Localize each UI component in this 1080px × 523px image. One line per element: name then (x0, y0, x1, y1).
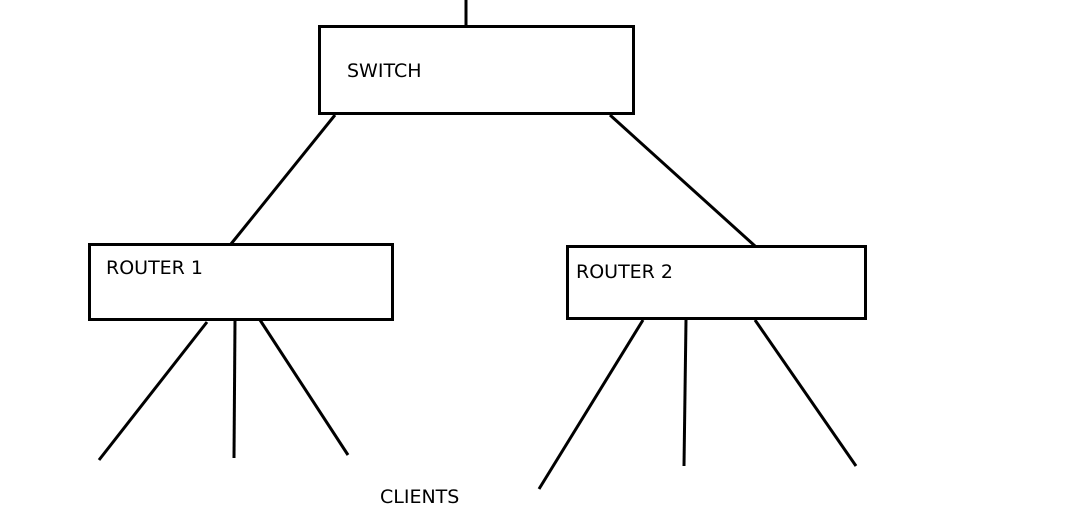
router1-client-line (97, 321, 209, 461)
switch-label: SWITCH (347, 60, 422, 82)
router-2-node: ROUTER 2 (566, 245, 867, 320)
router1-client-line (232, 319, 237, 459)
router-1-label: ROUTER 1 (106, 257, 204, 279)
router2-client-line (753, 319, 858, 467)
clients-label: CLIENTS (380, 486, 460, 508)
router2-client-line (682, 319, 688, 467)
link-switch-router2 (608, 113, 757, 248)
switch-node: SWITCH (318, 25, 635, 115)
router1-client-line (258, 319, 350, 456)
router-1-node: ROUTER 1 (88, 243, 394, 321)
router2-client-line (537, 319, 645, 490)
router-2-label: ROUTER 2 (576, 261, 674, 283)
link-switch-router1 (229, 114, 337, 245)
